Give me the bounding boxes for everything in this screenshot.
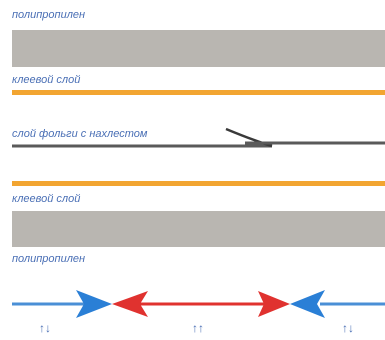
label-adhesive-bottom: клеевой слой bbox=[12, 193, 81, 205]
label-adhesive-top: клеевой слой bbox=[12, 74, 81, 86]
blue-arrow-right bbox=[290, 290, 325, 318]
red-arrow-left bbox=[112, 291, 148, 317]
direction-label-center: ↑↑ bbox=[192, 321, 204, 335]
direction-label-left: ↑↓ bbox=[39, 321, 51, 335]
direction-label-right: ↑↓ bbox=[342, 321, 354, 335]
label-foil: слой фольги с нахлестом bbox=[12, 128, 148, 140]
red-arrow-right bbox=[258, 291, 290, 317]
adhesive-layer-bottom bbox=[12, 181, 385, 186]
polypropylene-layer-top bbox=[12, 30, 385, 67]
adhesive-layer-top bbox=[12, 90, 385, 95]
polypropylene-layer-bottom bbox=[12, 211, 385, 247]
blue-arrow-left bbox=[76, 290, 112, 318]
foil-overlap-curve bbox=[225, 127, 273, 148]
label-polypropylene-top: полипропилен bbox=[12, 9, 86, 21]
label-polypropylene-bottom: полипропилен bbox=[12, 253, 86, 265]
